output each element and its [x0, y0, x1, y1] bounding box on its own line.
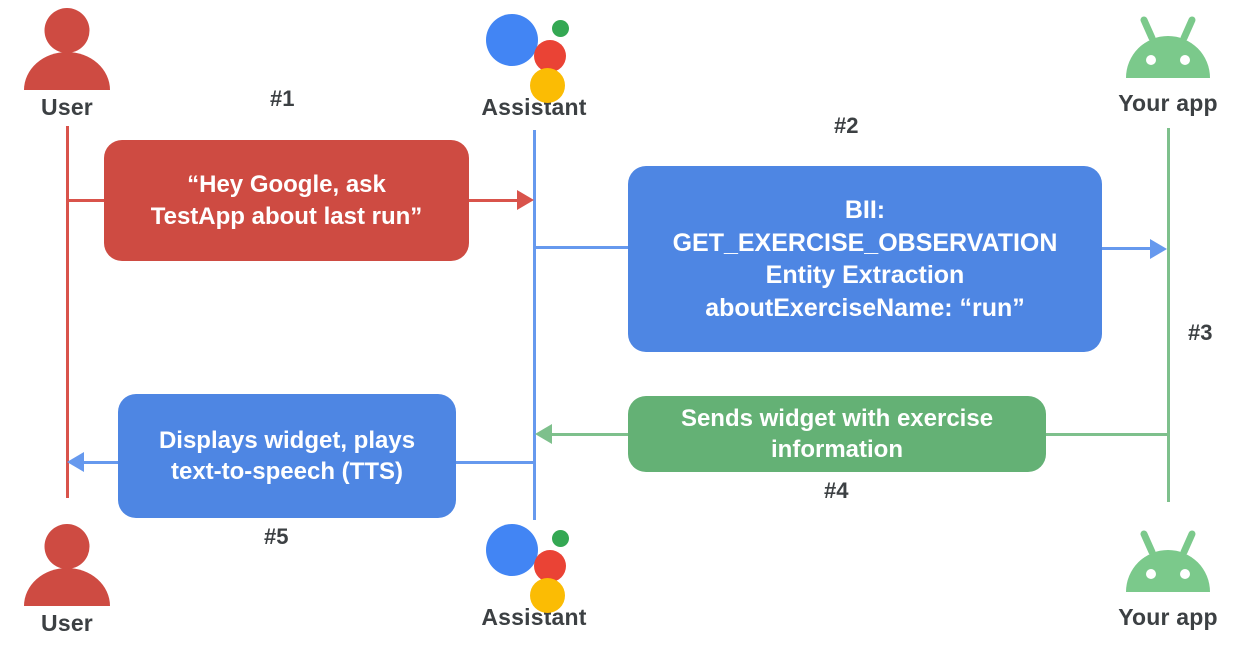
actor-assistant-top: Assistant [459, 8, 609, 119]
lifeline-assistant [533, 130, 536, 520]
actor-label-app-bottom: Your app [1118, 604, 1218, 630]
user-avatar-icon [24, 8, 110, 90]
connector-message5-to-user [84, 461, 120, 464]
connector-app-to-message4 [1045, 433, 1169, 436]
arrowhead-message4 [535, 424, 552, 444]
message-5-line-1: Displays widget, plays [158, 426, 416, 454]
message-5-line-2: text-to-speech (TTS) [170, 458, 403, 485]
message-box-2: BII: GET_EXERCISE_OBSERVATION Entity Ext… [628, 166, 1102, 352]
actor-label-user-top: User [41, 94, 93, 120]
actor-label-user-bottom: User [41, 610, 93, 636]
user-head-shape [44, 524, 90, 569]
message-1-line-1: “Hey Google, ask [187, 171, 386, 199]
message-box-4: Sends widget with exercise information [628, 396, 1046, 472]
actor-user-bottom: User [0, 524, 142, 635]
assistant-blue-dot-icon [486, 14, 538, 66]
message-2-line-2: GET_EXERCISE_OBSERVATION [672, 228, 1058, 257]
assistant-yellow-dot-icon [530, 578, 565, 613]
message-box-1: “Hey Google, ask TestApp about last run” [104, 140, 469, 261]
assistant-green-dot-icon [552, 530, 569, 547]
actor-user-top: User [0, 8, 142, 119]
user-body-shape [24, 568, 110, 606]
message-4-line-1: Sends widget with exercise [680, 404, 994, 432]
user-head-shape [44, 8, 90, 53]
message-1-line-2: TestApp about last run” [150, 202, 423, 230]
lifeline-user [66, 126, 69, 498]
android-robot-icon [1118, 528, 1218, 598]
connector-user-to-message1 [66, 199, 116, 202]
assistant-green-dot-icon [552, 20, 569, 37]
connector-message2-to-app [1101, 247, 1153, 250]
google-assistant-icon [486, 8, 582, 103]
assistant-blue-dot-icon [486, 524, 538, 576]
actor-label-assistant-top: Assistant [481, 94, 587, 120]
step-label-4: #4 [824, 478, 849, 503]
assistant-yellow-dot-icon [530, 68, 565, 103]
assistant-red-dot-icon [534, 550, 566, 582]
step-label-3: #3 [1188, 320, 1213, 345]
actor-label-assistant-bottom: Assistant [481, 604, 587, 630]
step-label-2: #2 [834, 113, 859, 138]
assistant-red-dot-icon [534, 40, 566, 72]
lifeline-app [1167, 128, 1170, 502]
actor-app-top: Your app [1093, 14, 1243, 115]
message-4-line-2: information [771, 436, 903, 463]
message-2-line-1: BII: [844, 196, 886, 224]
step-label-5: #5 [264, 524, 289, 549]
message-box-5: Displays widget, plays text-to-speech (T… [118, 394, 456, 518]
actor-label-app-top: Your app [1118, 90, 1218, 116]
message-2-line-4: aboutExerciseName: “run” [705, 293, 1025, 322]
user-body-shape [24, 52, 110, 90]
actor-app-bottom: Your app [1093, 528, 1243, 629]
arrowhead-message5 [67, 452, 84, 472]
connector-assistant-to-message5 [455, 461, 535, 464]
google-assistant-icon [486, 518, 582, 613]
actor-assistant-bottom: Assistant [459, 518, 609, 629]
user-avatar-icon [24, 524, 110, 606]
connector-message1-to-assistant [468, 199, 520, 202]
connector-assistant-to-message2 [533, 246, 633, 249]
message-2-line-3: Entity Extraction [765, 261, 965, 289]
arrowhead-message2 [1150, 239, 1167, 259]
arrowhead-message1 [517, 190, 534, 210]
connector-message4-to-assistant [552, 433, 628, 436]
android-robot-icon [1118, 14, 1218, 84]
step-label-1: #1 [270, 86, 295, 111]
